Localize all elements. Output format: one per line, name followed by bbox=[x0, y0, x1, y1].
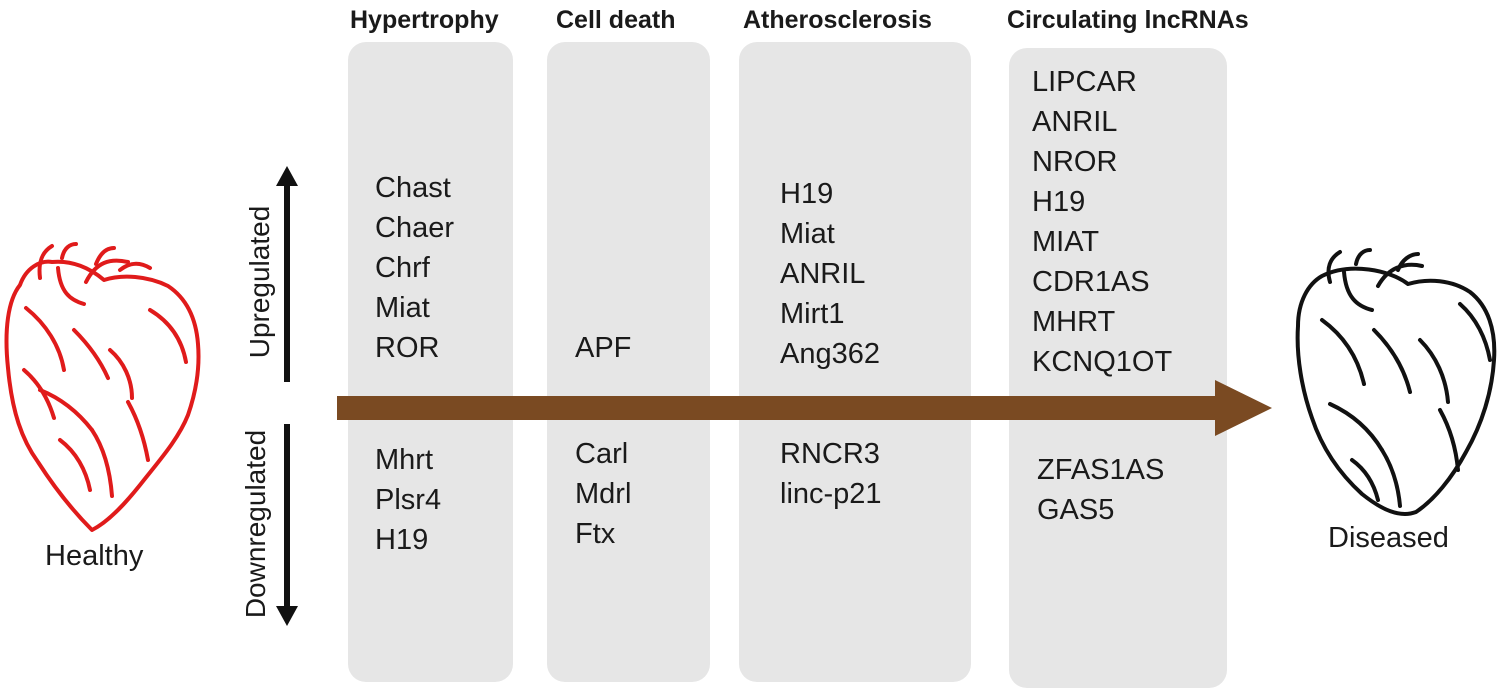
up-arrow-icon bbox=[276, 166, 298, 382]
panel-hypertrophy bbox=[348, 42, 513, 682]
gene-item: Mhrt bbox=[375, 444, 433, 476]
column-title-atherosclerosis: Atherosclerosis bbox=[743, 6, 932, 34]
gene-item: Chast bbox=[375, 172, 451, 204]
column-title-hypertrophy: Hypertrophy bbox=[350, 6, 499, 34]
healthy-heart-icon bbox=[4, 242, 201, 532]
circulating-down-list: ZFAS1AS GAS5 bbox=[1037, 450, 1164, 530]
hypertrophy-down-list: Mhrt Plsr4 H19 bbox=[375, 440, 441, 560]
gene-item: Ang362 bbox=[780, 338, 880, 370]
gene-item: ANRIL bbox=[1032, 106, 1118, 138]
column-title-cell-death: Cell death bbox=[556, 6, 676, 34]
downregulated-label: Downregulated bbox=[240, 429, 271, 619]
gene-item: Ftx bbox=[575, 518, 616, 550]
gene-item: ROR bbox=[375, 332, 440, 364]
gene-item: linc-p21 bbox=[780, 478, 882, 510]
cell-death-down-list: Carl Mdrl Ftx bbox=[575, 434, 631, 554]
gene-item: MHRT bbox=[1032, 306, 1116, 338]
gene-item: Miat bbox=[375, 292, 430, 324]
circulating-up-list: LIPCAR ANRIL NROR H19 MIAT CDR1AS MHRT K… bbox=[1032, 62, 1172, 382]
gene-item: H19 bbox=[780, 178, 834, 210]
down-arrow-icon bbox=[276, 424, 298, 626]
progression-arrow-icon bbox=[337, 380, 1272, 436]
hypertrophy-up-list: Chast Chaer Chrf Miat ROR bbox=[375, 168, 454, 368]
panel-cell-death bbox=[547, 42, 710, 682]
gene-item: Chrf bbox=[375, 252, 430, 284]
gene-item: MIAT bbox=[1032, 226, 1100, 258]
panel-circulating bbox=[1009, 48, 1227, 688]
panel-atherosclerosis bbox=[739, 42, 971, 682]
gene-item: GAS5 bbox=[1037, 494, 1115, 526]
gene-item: NROR bbox=[1032, 146, 1118, 178]
atherosclerosis-down-list: RNCR3 linc-p21 bbox=[780, 434, 882, 514]
gene-item: KCNQ1OT bbox=[1032, 346, 1173, 378]
gene-item: LIPCAR bbox=[1032, 66, 1137, 98]
gene-item: H19 bbox=[375, 524, 429, 556]
gene-item: APF bbox=[575, 332, 632, 364]
gene-item: Plsr4 bbox=[375, 484, 442, 516]
gene-item: H19 bbox=[1032, 186, 1086, 218]
gene-item: CDR1AS bbox=[1032, 266, 1150, 298]
cell-death-up-list: APF bbox=[575, 328, 631, 368]
diseased-label: Diseased bbox=[1328, 522, 1449, 554]
gene-item: Mdrl bbox=[575, 478, 632, 510]
gene-item: RNCR3 bbox=[780, 438, 880, 470]
gene-item: Miat bbox=[780, 218, 835, 250]
diseased-heart-icon bbox=[1295, 248, 1497, 516]
gene-item: Carl bbox=[575, 438, 629, 470]
gene-item: Mirt1 bbox=[780, 298, 845, 330]
gene-item: ZFAS1AS bbox=[1037, 454, 1165, 486]
gene-item: ANRIL bbox=[780, 258, 866, 290]
healthy-label: Healthy bbox=[45, 540, 144, 572]
gene-item: Chaer bbox=[375, 212, 454, 244]
upregulated-label: Upregulated bbox=[244, 205, 275, 359]
atherosclerosis-up-list: H19 Miat ANRIL Mirt1 Ang362 bbox=[780, 174, 880, 374]
column-title-circulating: Circulating lncRNAs bbox=[1007, 6, 1249, 34]
